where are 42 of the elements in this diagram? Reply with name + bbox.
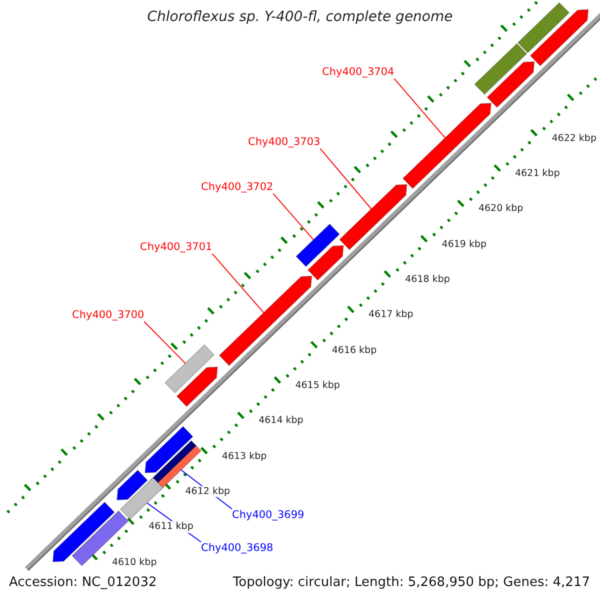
gene-bar xyxy=(120,477,164,520)
gene-block xyxy=(339,184,408,250)
accession-text: Accession: NC_012032 xyxy=(9,575,157,591)
gene-bar xyxy=(474,43,528,95)
scale-label: 4611 kbp xyxy=(148,521,194,533)
scale-label: 4610 kbp xyxy=(112,556,157,568)
gene-block xyxy=(116,470,148,500)
scale-label: 4614 kbp xyxy=(258,415,304,427)
gene-bar xyxy=(517,2,570,54)
leader-line xyxy=(394,78,446,138)
gene-label: Chy400_3703 xyxy=(248,136,320,149)
scale-label: 4613 kbp xyxy=(222,450,267,462)
gene-block xyxy=(307,245,344,281)
gene-block xyxy=(486,61,535,108)
leader-line xyxy=(272,193,314,240)
gene-label: Chy400_3700 xyxy=(72,309,144,322)
gene-block xyxy=(176,366,218,407)
scale-label: 4618 kbp xyxy=(405,274,450,286)
scale-label: 4616 kbp xyxy=(332,344,377,356)
scale-label: 4617 kbp xyxy=(368,309,414,321)
gene-label: Chy400_3699 xyxy=(232,509,304,522)
leader-line xyxy=(212,253,264,314)
scale-label: 4612 kbp xyxy=(185,486,230,498)
gene-block xyxy=(218,276,312,366)
scale-label: 4619 kbp xyxy=(442,238,487,250)
diagram-title: Chloroflexus sp. Y-400-fl, complete genome xyxy=(146,9,454,26)
gene-block xyxy=(530,9,589,66)
scale-label: 4621 kbp xyxy=(515,168,560,180)
gene-label: Chy400_3704 xyxy=(322,66,394,79)
gene-label: Chy400_3702 xyxy=(201,181,274,194)
scale-label: 4620 kbp xyxy=(478,203,524,215)
leader-line xyxy=(320,148,372,210)
gene-bar xyxy=(296,224,340,268)
genome-stats-text: Topology: circular; Length: 5,268,950 bp; Genes: 4,217 xyxy=(232,575,590,591)
scale-label: 4615 kbp xyxy=(295,380,340,392)
gene-block xyxy=(144,426,194,474)
leader-line xyxy=(144,321,186,364)
gene-label: Chy400_3698 xyxy=(201,542,274,555)
gene-block xyxy=(402,102,492,190)
gene-bar xyxy=(164,344,215,394)
scale-label: 4622 kbp xyxy=(552,132,596,144)
gene-label: Chy400_3701 xyxy=(140,241,212,254)
